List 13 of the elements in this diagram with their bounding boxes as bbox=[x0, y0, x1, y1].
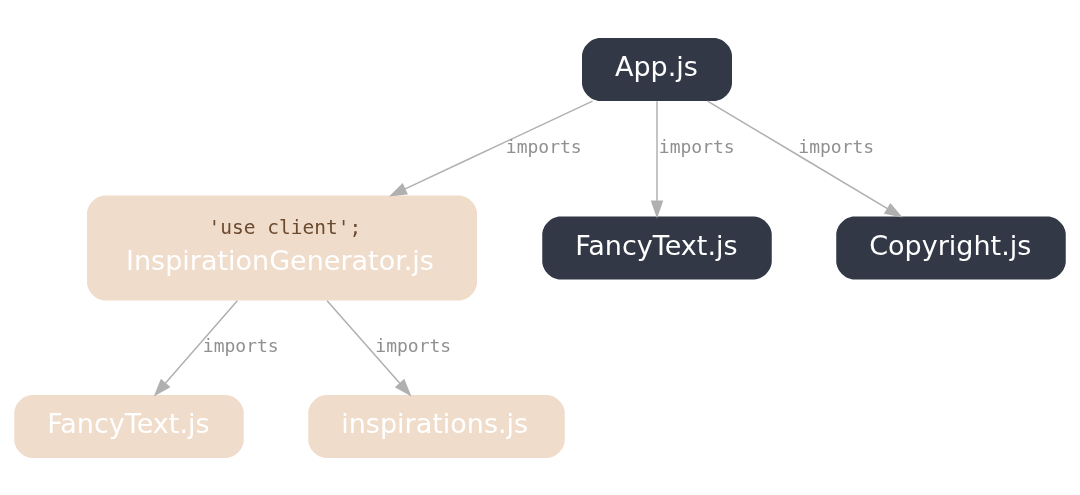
arrow bbox=[650, 99, 664, 218]
node-box: App.js bbox=[582, 37, 732, 101]
arrow bbox=[706, 99, 903, 218]
edge-label: imports bbox=[375, 334, 452, 356]
edge-label: imports bbox=[505, 135, 582, 157]
edge-label: imports bbox=[202, 334, 279, 356]
edge-label: imports bbox=[658, 135, 735, 157]
arrow bbox=[326, 299, 412, 397]
arrow bbox=[153, 299, 239, 397]
edge-label: imports bbox=[798, 135, 875, 157]
node-box: Copyright.js bbox=[836, 216, 1066, 279]
node-box: FancyText.js bbox=[542, 216, 772, 279]
arrow bbox=[389, 99, 594, 196]
